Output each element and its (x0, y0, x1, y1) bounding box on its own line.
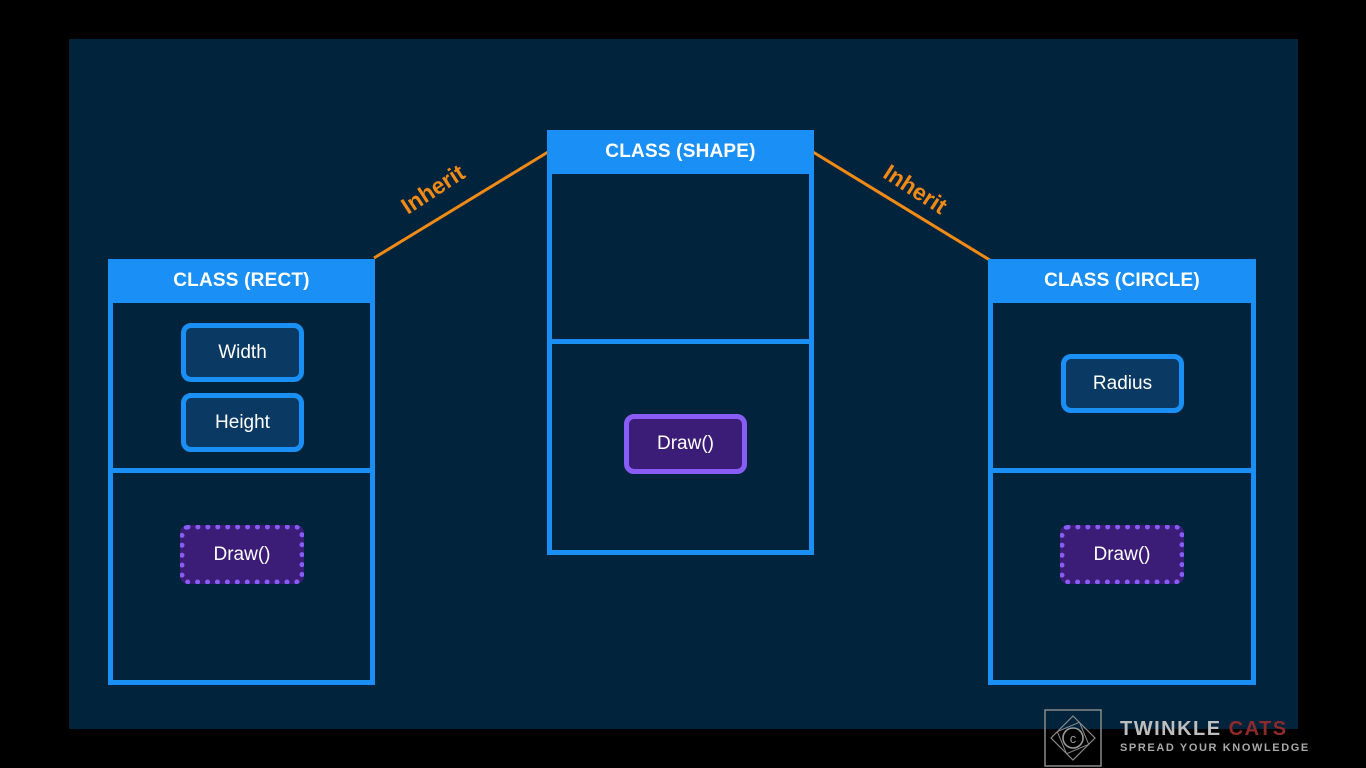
brand-tagline: SPREAD YOUR KNOWLEDGE (1120, 742, 1310, 754)
class-shape-box: CLASS (SHAPE) Draw() (547, 130, 814, 555)
brand-name: TWINKLE CATS (1120, 718, 1310, 740)
class-shape-divider (552, 339, 809, 344)
brand-name-accent: CATS (1228, 718, 1288, 740)
class-rect-divider (113, 468, 370, 473)
svg-text:c: c (1070, 731, 1077, 746)
class-circle-box: CLASS (CIRCLE) Radius Draw() (988, 259, 1256, 685)
class-circle-attr-radius: Radius (1061, 354, 1184, 413)
twinkle-cats-logo-icon: c (1044, 709, 1102, 767)
class-rect-method-draw: Draw() (180, 525, 304, 584)
class-rect-attr-width: Width (181, 323, 304, 382)
class-rect-box: CLASS (RECT) Width Height Draw() (108, 259, 375, 685)
class-circle-method-draw: Draw() (1060, 525, 1184, 584)
class-circle-title: CLASS (CIRCLE) (988, 259, 1256, 303)
class-rect-attr-height: Height (181, 393, 304, 452)
brand-name-primary: TWINKLE (1120, 718, 1222, 740)
class-shape-title: CLASS (SHAPE) (547, 130, 814, 174)
class-shape-method-draw: Draw() (624, 414, 747, 474)
watermark-brand: TWINKLE CATS SPREAD YOUR KNOWLEDGE (1120, 718, 1310, 756)
inherit-line-left (373, 150, 549, 260)
class-circle-divider (993, 468, 1251, 473)
class-rect-title: CLASS (RECT) (108, 259, 375, 303)
inherit-line-right (812, 150, 994, 264)
